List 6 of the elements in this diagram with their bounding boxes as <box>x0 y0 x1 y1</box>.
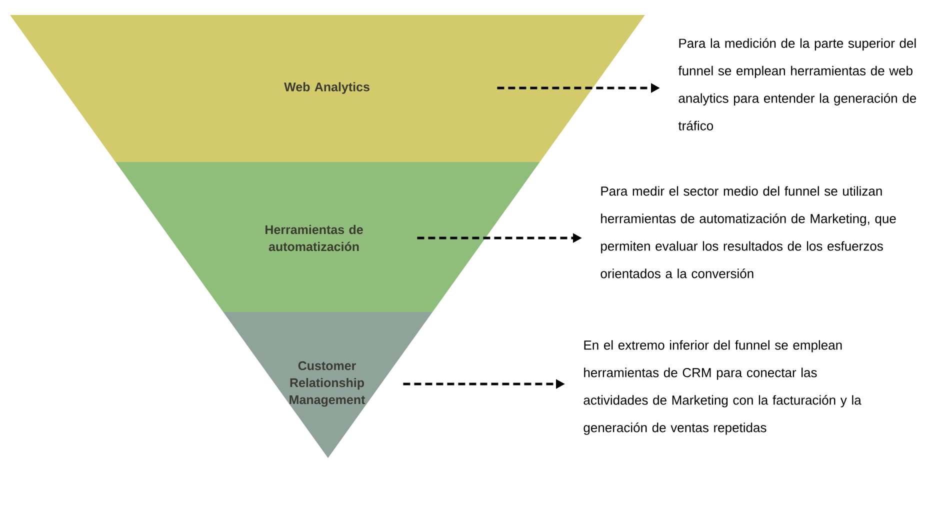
description-text: Para la medición de la parte superior del funnel se emplean herramientas de web analytics para entender la generación de tráfico <box>678 38 916 130</box>
funnel-band: Customer Relationship Management <box>223 312 432 458</box>
description-text: Para medir el sector medio del funnel se utilizan herramientas de automatización de Marketing, que permiten evaluar los resultados de los esfuerzos orientados a la conversión <box>600 186 896 278</box>
funnel-band: Web Analytics <box>10 15 645 162</box>
funnel-band: Herramientas de automatización <box>116 162 540 312</box>
description-text: En el extremo inferior del funnel se emplean herramientas de CRM para conectar las actividades de Marketing con la facturación y la generación de ventas repetidas <box>584 340 862 435</box>
